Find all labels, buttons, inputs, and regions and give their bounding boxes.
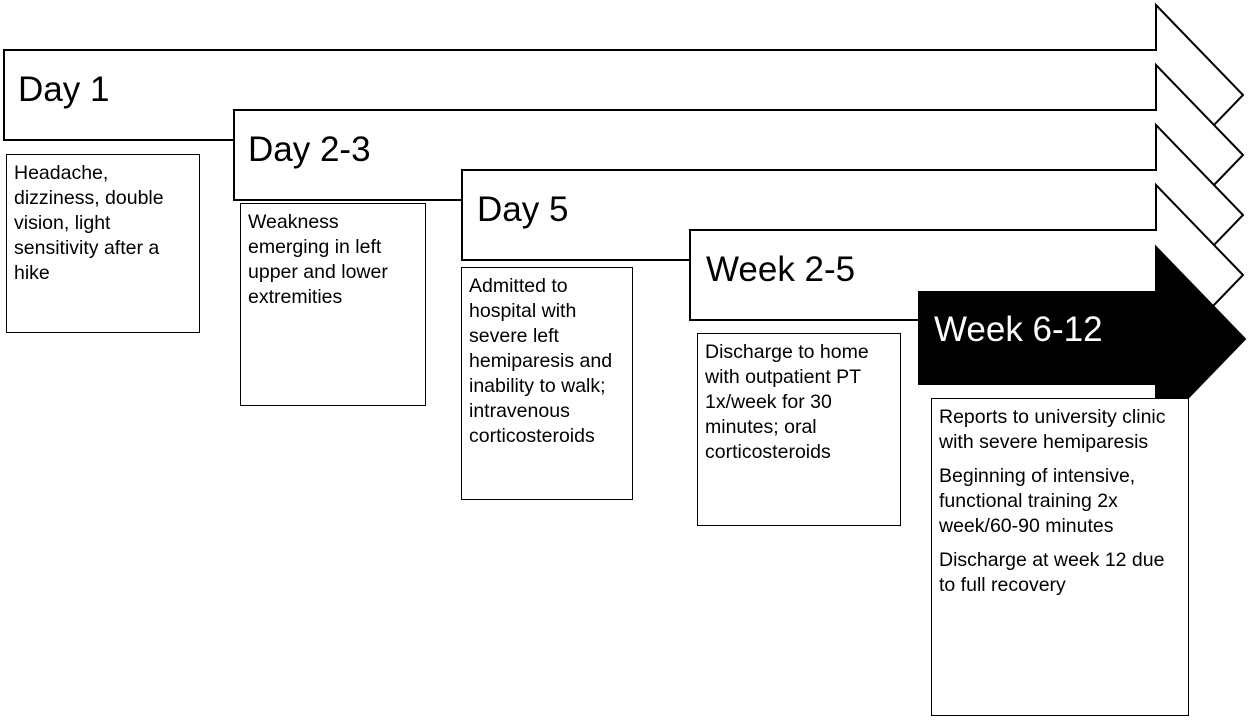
arrow-week-6-12 [918, 244, 1247, 434]
note-text: Headache, dizziness, double vision, ligh… [14, 162, 164, 284]
note-box-week-2-5: Discharge to home with outpatient PT 1x/… [697, 333, 901, 526]
stage-label-week-2-5: Week 2-5 [706, 250, 856, 289]
stage-label-week-6-12: Week 6-12 [934, 310, 1103, 349]
stage-label-day-5: Day 5 [477, 190, 569, 229]
note-text: Weakness emerging in left upper and lowe… [248, 211, 388, 308]
note-text: Discharge to home with outpatient PT 1x/… [705, 341, 869, 463]
stage-label-day-2-3: Day 2-3 [248, 130, 371, 169]
note-text: Reports to university clinic with severe… [939, 406, 1166, 453]
stage-label-day-1: Day 1 [18, 70, 110, 109]
note-text: Beginning of intensive, functional train… [939, 465, 1136, 537]
note-box-day-1: Headache, dizziness, double vision, ligh… [6, 154, 200, 333]
note-box-day-5: Admitted to hospital with severe left he… [461, 267, 633, 500]
note-text: Admitted to hospital with severe left he… [469, 275, 613, 447]
note-text: Discharge at week 12 due to full recover… [939, 549, 1165, 596]
note-box-day-2-3: Weakness emerging in left upper and lowe… [240, 203, 426, 406]
note-box-week-6-12: Reports to university clinic with severe… [931, 398, 1189, 716]
